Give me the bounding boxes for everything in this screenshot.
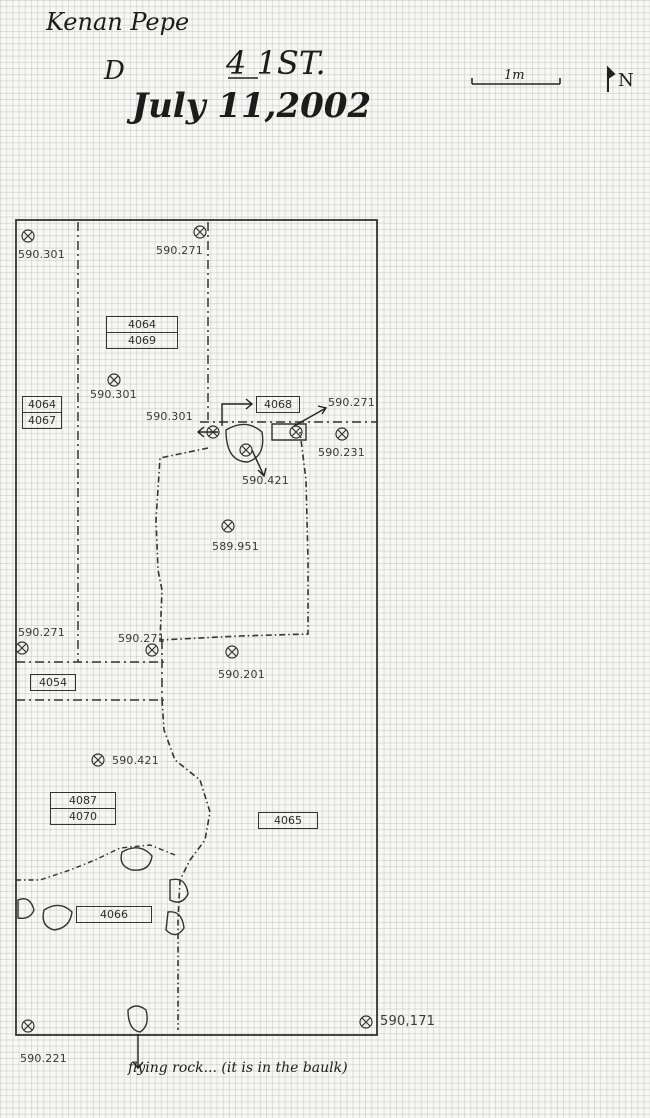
elevation-marker [21, 229, 35, 243]
elevation-marker [206, 425, 220, 439]
sw-area-boundary [161, 699, 211, 1030]
sw-curve [16, 844, 176, 881]
flying-rock-note: flying rock... (it is in the baulk) [128, 1060, 348, 1076]
context-number: 4070 [51, 808, 115, 824]
scale-label: 1m [504, 68, 525, 83]
elevation-label-se-corner: 590,171 [380, 1014, 436, 1029]
elevation-marker [359, 1015, 373, 1029]
elevation-marker [289, 425, 303, 439]
elevation-label-feature-e: 590.231 [318, 446, 365, 459]
arrow-to-4068 [221, 398, 254, 426]
elevation-marker [239, 443, 253, 457]
scale-bar [471, 78, 561, 85]
level-label: 4 1ST. [226, 44, 326, 82]
context-number: 4065 [274, 814, 302, 827]
elevation-label-feature-ne: 590.271 [328, 396, 375, 409]
stone-1 [120, 847, 153, 871]
elevation-label-sw-corner: 590.221 [20, 1052, 67, 1065]
elevation-marker [145, 643, 159, 657]
elevation-label-southwest: 590.421 [112, 754, 159, 767]
context-box-4064-4067: 4064 4067 [22, 396, 62, 429]
stone-5 [165, 911, 185, 936]
context-number: 4064 [28, 398, 56, 411]
elevation-label-center-left: 590.301 [90, 388, 137, 401]
elevation-marker [107, 373, 121, 387]
elevation-label-feature-west: 590.301 [146, 410, 193, 423]
context-box-4065: 4065 [258, 812, 318, 829]
elevation-label-n-mid: 590.271 [156, 244, 203, 257]
elevation-label-south-pit: 590.201 [218, 668, 265, 681]
stone-2 [42, 904, 73, 931]
north-arrow [607, 65, 616, 92]
stone-3 [17, 898, 35, 920]
arrow-flying-rock [132, 1034, 144, 1070]
elevation-marker [15, 641, 29, 655]
context-number: 4069 [107, 332, 177, 348]
context-box-4087-4070: 4087 4070 [50, 792, 116, 825]
elevation-label-feature-s: 590.421 [242, 474, 289, 487]
elevation-label-pit-center: 589.951 [212, 540, 259, 553]
elevation-marker [221, 519, 235, 533]
elevation-label-west-edge: 590.271 [18, 626, 65, 639]
elevation-marker [335, 427, 349, 441]
context-box-4068: 4068 [256, 396, 300, 413]
stone-4 [169, 878, 189, 903]
context-number: 4066 [100, 908, 128, 921]
elevation-label-mid-junction: 590.271 [118, 632, 165, 645]
north-label: N [618, 70, 634, 91]
context-number: 4068 [264, 398, 292, 411]
context-box-4066: 4066 [76, 906, 152, 923]
stone-feature-1 [225, 423, 264, 463]
context-box-4054: 4054 [30, 674, 76, 691]
context-number: 4087 [69, 794, 97, 807]
context-number: 4054 [39, 676, 67, 689]
excavator-name: Kenan Pepe [46, 8, 190, 36]
context-number: 4064 [128, 318, 156, 331]
arrow-feature-s [251, 449, 267, 478]
context-box-4064-4069: 4064 4069 [106, 316, 178, 349]
elevation-label-nw: 590.301 [18, 248, 65, 261]
elevation-marker [225, 645, 239, 659]
pit-outline [155, 431, 309, 641]
date-label: July 11,2002 [132, 86, 372, 126]
arrow-west [196, 426, 218, 438]
elevation-marker [193, 225, 207, 239]
unit-letter: D [104, 56, 125, 86]
arrow-feature-ne [293, 405, 328, 427]
context-number: 4067 [23, 412, 61, 428]
flying-rock [127, 1005, 148, 1033]
stone-feature-2 [271, 423, 307, 441]
trench-outline [15, 219, 378, 1036]
elevation-marker [91, 753, 105, 767]
elevation-marker [21, 1019, 35, 1033]
